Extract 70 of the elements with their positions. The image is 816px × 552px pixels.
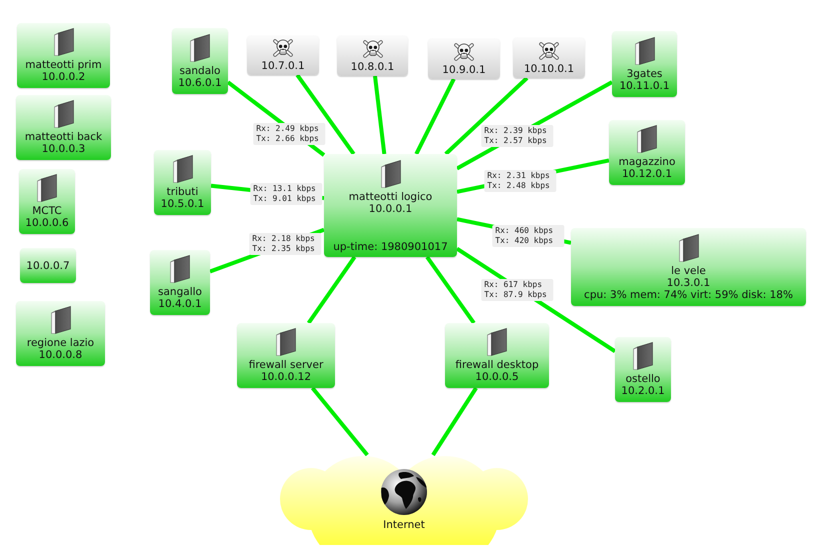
ip-address: 10.11.0.1 bbox=[619, 80, 670, 92]
host-box bbox=[16, 301, 105, 366]
host-box bbox=[612, 31, 677, 97]
link-line bbox=[296, 74, 356, 156]
edge-label: Rx: 617 kbps Tx: 87.9 kbps bbox=[481, 279, 553, 301]
ip-address: 10.0.0.7 bbox=[26, 260, 70, 272]
ip-address: 10.0.0.6 bbox=[25, 217, 69, 229]
host-name: sangallo bbox=[158, 286, 202, 298]
host-name: MCTC bbox=[32, 205, 62, 217]
unreachable-host-box bbox=[428, 38, 500, 79]
link-line bbox=[310, 386, 369, 456]
edge-label: Rx: 2.18 kbps Tx: 2.35 kbps bbox=[249, 233, 321, 255]
host-box bbox=[615, 337, 671, 402]
link-line bbox=[444, 76, 528, 156]
host-name: sandalo bbox=[179, 64, 220, 76]
host-box bbox=[20, 248, 76, 283]
link-line bbox=[306, 256, 356, 324]
host-name: regione lazio bbox=[26, 337, 94, 349]
host-box bbox=[150, 250, 210, 315]
edge-label: Rx: 13.1 kbps Tx: 9.01 kbps bbox=[250, 183, 322, 205]
host-box bbox=[571, 228, 806, 306]
ip-address: 10.8.0.1 bbox=[350, 60, 394, 72]
host-box bbox=[19, 169, 75, 234]
ip-address: 10.0.0.5 bbox=[475, 371, 519, 383]
host-name: ostello bbox=[626, 373, 660, 385]
unreachable-host-box bbox=[513, 37, 585, 78]
host-box bbox=[609, 120, 685, 185]
unreachable-host-box bbox=[337, 35, 408, 76]
uptime-text: up-time: 1980901017 bbox=[333, 241, 448, 253]
host-name: firewall desktop bbox=[455, 359, 539, 371]
host-name: le vele bbox=[671, 264, 706, 276]
host-box bbox=[154, 150, 211, 215]
host-box bbox=[237, 323, 335, 388]
host-name: 3gates bbox=[626, 68, 662, 80]
host-name: firewall server bbox=[248, 359, 324, 371]
host-box bbox=[16, 95, 111, 160]
ip-address: 10.9.0.1 bbox=[442, 64, 486, 76]
ip-address: 10.7.0.1 bbox=[261, 60, 305, 72]
ip-address: 10.2.0.1 bbox=[621, 385, 665, 397]
unreachable-host-box bbox=[247, 35, 319, 75]
edge-label: Rx: 2.49 kbps Tx: 2.66 kbps bbox=[253, 123, 325, 145]
host-name: matteotti prim bbox=[25, 59, 102, 71]
host-name: magazzino bbox=[618, 156, 676, 168]
ip-address: 10.10.0.1 bbox=[524, 62, 574, 74]
host-name: tributi bbox=[166, 186, 198, 198]
link-line bbox=[373, 76, 386, 154]
host-name: matteotti back bbox=[24, 131, 102, 143]
ip-address: 10.0.0.1 bbox=[368, 203, 412, 215]
host-box bbox=[17, 23, 110, 88]
ip-address: 10.0.0.2 bbox=[42, 71, 86, 83]
ip-address: 10.12.0.1 bbox=[622, 168, 672, 180]
edge-label: Rx: 2.31 kbps Tx: 2.48 kbps bbox=[484, 170, 556, 192]
edge-label: Rx: 460 kbps Tx: 420 kbps bbox=[492, 225, 564, 247]
link-line bbox=[414, 78, 456, 155]
host-name: matteotti logico bbox=[348, 191, 432, 203]
cloud-label: Internet bbox=[383, 519, 425, 531]
edge-label: Rx: 2.39 kbps Tx: 2.57 kbps bbox=[481, 125, 553, 147]
host-box bbox=[445, 323, 549, 388]
ip-address: 10.4.0.1 bbox=[158, 298, 202, 310]
ip-address: 10.5.0.1 bbox=[160, 198, 204, 210]
ip-address: 10.0.0.3 bbox=[42, 143, 86, 155]
host-box bbox=[172, 28, 228, 94]
link-line bbox=[425, 256, 476, 324]
ip-address: 10.3.0.1 bbox=[666, 276, 710, 288]
link-line bbox=[431, 386, 478, 456]
host-box bbox=[324, 154, 457, 257]
ip-address: 10.0.0.12 bbox=[260, 371, 312, 383]
stats-text: cpu: 3% mem: 74% virt: 59% disk: 18% bbox=[584, 288, 793, 300]
ip-address: 10.6.0.1 bbox=[178, 76, 222, 88]
ip-address: 10.0.0.8 bbox=[38, 349, 82, 361]
